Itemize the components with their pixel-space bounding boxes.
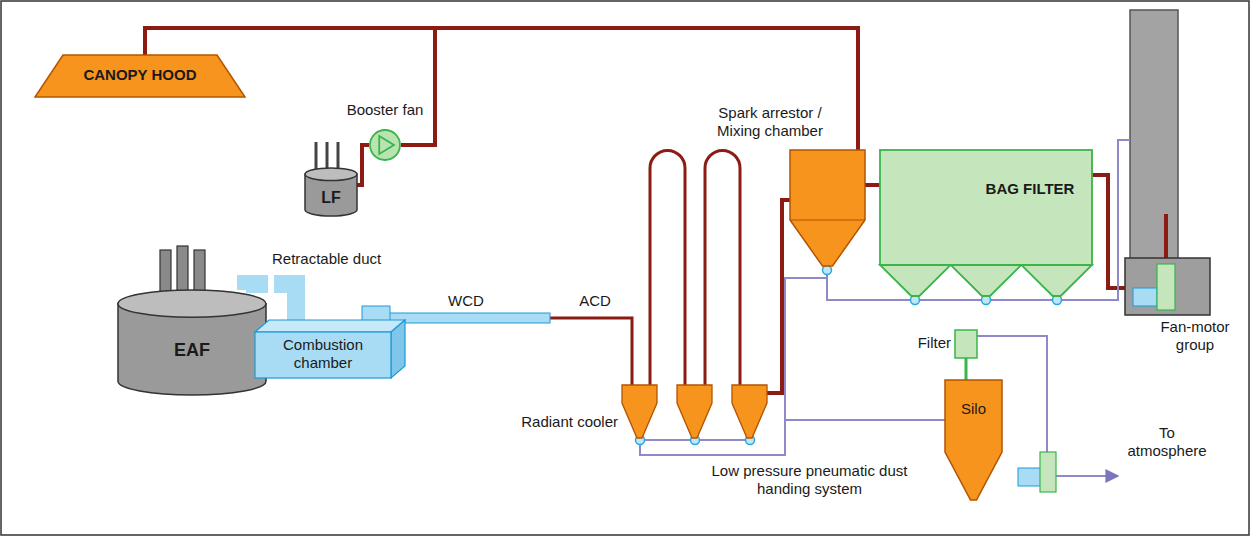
fan-motor-group: Fan-motor group bbox=[1125, 258, 1210, 315]
dust-lines bbox=[640, 140, 1130, 476]
node-outline bbox=[370, 130, 400, 160]
node-text: LF bbox=[305, 188, 357, 207]
system-label: Low pressure pneumatic dust handing syst… bbox=[702, 462, 917, 498]
node-outline bbox=[305, 168, 357, 216]
node-text: Booster fan bbox=[325, 101, 445, 119]
radiant-cooler: Radiant cooler bbox=[622, 385, 767, 440]
duct-gap bbox=[268, 270, 274, 298]
dust-silo: Silo bbox=[945, 380, 1002, 502]
gas-duct bbox=[767, 200, 790, 393]
node-outline bbox=[955, 330, 977, 358]
gas-duct bbox=[401, 28, 858, 150]
shape-svg bbox=[1125, 258, 1210, 315]
duct-label: WCD bbox=[446, 292, 486, 310]
node-outline bbox=[255, 320, 405, 378]
shape-svg bbox=[945, 380, 1002, 502]
stack-inlet bbox=[1164, 214, 1168, 264]
silo-filter: Filter bbox=[955, 330, 977, 358]
node-text: CANOPY HOOD bbox=[35, 66, 245, 84]
shape-svg bbox=[790, 150, 865, 270]
node-outline bbox=[945, 380, 1002, 500]
node-outline bbox=[35, 55, 245, 97]
part-label: Retractable duct bbox=[272, 250, 412, 268]
gas-duct bbox=[145, 28, 858, 150]
node-text: BAG FILTER bbox=[980, 180, 1080, 198]
canopy-hood: CANOPY HOOD bbox=[35, 55, 245, 97]
duct-label: ACD bbox=[575, 292, 615, 310]
gas-duct bbox=[357, 145, 369, 185]
gas-duct bbox=[380, 318, 632, 385]
outlet-label: To atmosphere bbox=[1122, 424, 1212, 460]
electric-arc-furnace: EAF bbox=[118, 290, 266, 395]
node-text: Spark arrestor / Mixing chamber bbox=[695, 104, 845, 140]
booster-fan: Booster fan bbox=[369, 129, 401, 161]
combustion-chamber: Combustion chamber bbox=[255, 320, 405, 378]
shape-svg bbox=[622, 385, 767, 440]
ladle-furnace: LF bbox=[305, 168, 357, 216]
radiant-cooler-loops bbox=[650, 151, 740, 387]
shape-svg bbox=[955, 330, 977, 358]
node-outline bbox=[118, 290, 266, 395]
node-text: Radiant cooler bbox=[510, 413, 618, 431]
node-outline bbox=[1125, 258, 1210, 315]
node-outline bbox=[880, 150, 1092, 296]
node-text: Combustion chamber bbox=[255, 336, 391, 372]
gas-duct bbox=[865, 183, 880, 187]
node-outline bbox=[622, 385, 767, 438]
node-outline bbox=[790, 150, 865, 266]
bag-filter: BAG FILTER bbox=[880, 150, 1092, 300]
shape-svg bbox=[369, 129, 401, 161]
node-text: Fan-motor group bbox=[1145, 318, 1245, 354]
dust-line bbox=[640, 420, 945, 455]
gas-duct bbox=[1092, 175, 1125, 288]
spark-arrestor: Spark arrestor / Mixing chamber bbox=[790, 150, 865, 270]
node-text: EAF bbox=[118, 340, 266, 362]
node-text: Filter bbox=[897, 334, 951, 352]
node-text: Silo bbox=[945, 400, 1002, 418]
stack bbox=[1130, 10, 1178, 260]
shape-svg bbox=[880, 150, 1092, 300]
